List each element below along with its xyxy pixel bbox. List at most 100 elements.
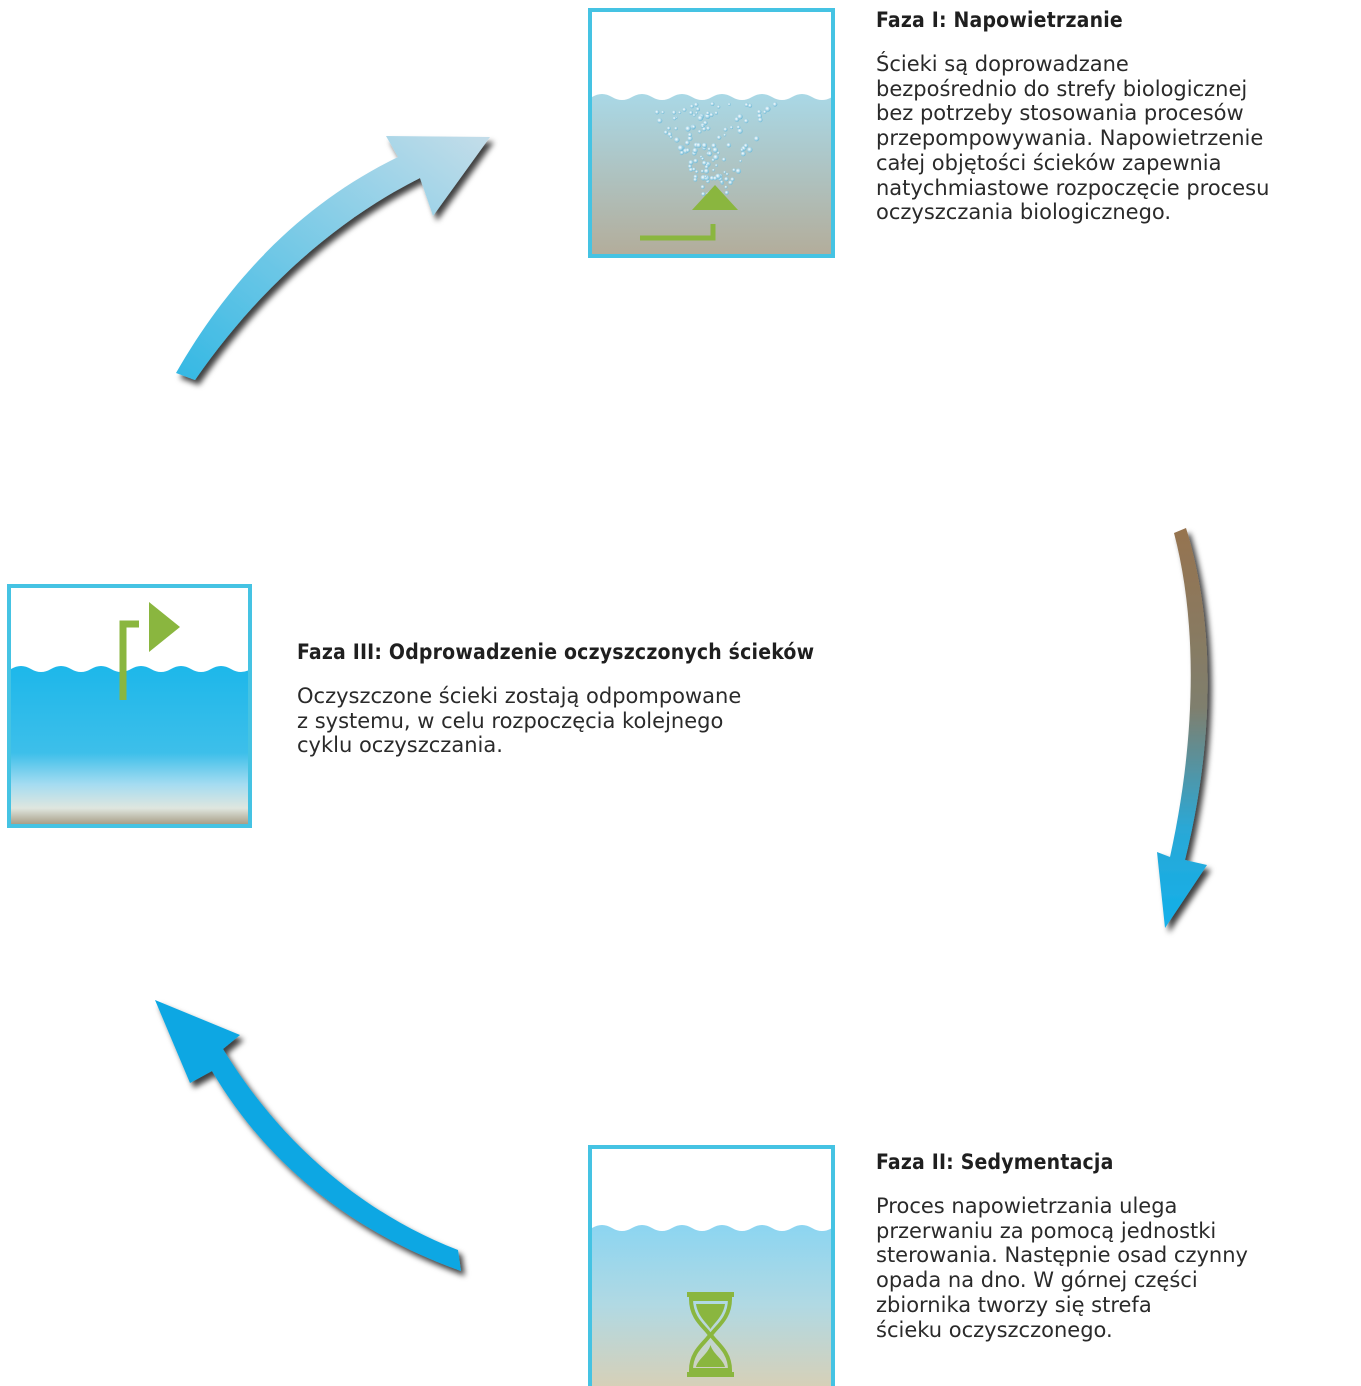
air-bubble <box>772 102 778 107</box>
air-bubble <box>672 116 677 121</box>
air-bubble <box>697 115 704 121</box>
air-bubble <box>663 130 668 135</box>
air-bubble <box>696 142 702 148</box>
air-bubble <box>667 132 673 137</box>
air-bubble <box>700 169 704 173</box>
air-bubble <box>764 106 771 112</box>
air-bubble <box>661 110 665 114</box>
phase1-tank <box>588 8 835 258</box>
air-bubble <box>712 168 715 172</box>
phase2-tank <box>588 1145 835 1386</box>
air-bubble <box>704 175 707 178</box>
air-bubble <box>724 190 729 195</box>
air-bubble <box>757 113 763 119</box>
air-bubble <box>758 117 763 123</box>
air-bubble <box>690 104 694 109</box>
air-bubble <box>728 180 733 185</box>
air-bubble <box>682 107 687 112</box>
phase3-title: Faza III: Odprowadzenie oczyszczonych śc… <box>297 640 815 664</box>
air-bubble <box>706 126 711 131</box>
air-bubble <box>704 168 709 174</box>
air-bubble <box>692 113 696 117</box>
air-bubble <box>716 105 721 109</box>
air-bubble <box>677 145 684 151</box>
air-bubble <box>657 118 663 124</box>
air-bubble <box>688 160 694 165</box>
air-bubble <box>654 110 660 115</box>
air-bubble <box>747 147 753 153</box>
air-bubble <box>740 148 744 152</box>
air-bubble <box>687 136 693 141</box>
air-bubble <box>666 126 671 131</box>
air-bubble <box>685 126 691 132</box>
air-bubble <box>732 168 736 172</box>
air-bubble <box>685 148 690 153</box>
air-bubble <box>701 142 708 148</box>
air-bubble <box>709 112 714 117</box>
air-bubble <box>726 142 732 148</box>
air-bubble <box>739 159 742 163</box>
air-bubble <box>672 110 677 115</box>
air-bubble <box>735 168 742 174</box>
phase1-body: Ścieki są doprowadzane bezpośrednio do s… <box>876 52 1270 225</box>
air-bubble <box>723 133 727 137</box>
air-bubble <box>713 176 718 181</box>
arrow-to-phase2 <box>1157 528 1208 928</box>
air-bubble <box>713 154 719 161</box>
air-bubble <box>702 127 707 132</box>
outlet-pipe-icon <box>11 602 248 824</box>
air-bubble <box>729 125 734 130</box>
arrow-to-phase3 <box>155 1000 461 1271</box>
air-bubble <box>720 180 724 184</box>
air-bubble <box>693 174 698 179</box>
air-bubble <box>674 137 680 143</box>
air-bubble <box>723 170 726 174</box>
air-bubble <box>754 136 760 142</box>
air-bubble <box>699 155 703 159</box>
air-bubble <box>695 111 698 115</box>
air-bubble <box>763 110 767 114</box>
phase1-title: Faza I: Napowietrzanie <box>876 8 1123 32</box>
air-bubble <box>709 176 715 181</box>
air-bubble <box>707 151 713 156</box>
air-bubble <box>700 185 705 189</box>
air-bubble <box>712 147 718 153</box>
phase3-tank <box>7 584 252 828</box>
hourglass-icon <box>592 1225 831 1386</box>
air-bubble <box>730 177 735 182</box>
air-bubble <box>715 164 718 167</box>
air-bubble <box>737 114 743 120</box>
air-bubble <box>702 160 707 166</box>
air-bubble <box>744 102 749 107</box>
air-bubble <box>748 103 753 108</box>
air-bubble <box>727 102 731 106</box>
air-bubble <box>707 147 711 151</box>
air-bubble <box>701 192 706 196</box>
air-bubble <box>710 102 715 106</box>
air-bubble <box>680 150 684 155</box>
air-bubble <box>704 113 711 119</box>
air-bubble <box>723 127 728 132</box>
air-bubble <box>696 107 700 112</box>
arrow-to-phase1 <box>176 136 490 380</box>
air-bubble <box>669 135 673 139</box>
air-bubble <box>704 165 709 169</box>
phase2-description: Faza II: Sedymentacja Proces napowietrza… <box>876 1150 1336 1342</box>
air-bubble <box>757 109 762 115</box>
phase2-body: Proces napowietrzania ulega przerwaniu z… <box>876 1194 1248 1342</box>
air-bubble <box>693 158 698 164</box>
air-bubble <box>694 102 699 107</box>
air-bubble <box>705 111 710 116</box>
phase1-description: Faza I: Napowietrzanie Ścieki są doprowa… <box>876 8 1336 225</box>
air-bubble <box>688 164 692 169</box>
air-bubble <box>724 185 728 189</box>
phase2-title: Faza II: Sedymentacja <box>876 1150 1114 1174</box>
air-bubble <box>691 125 696 129</box>
air-bubble <box>724 177 729 182</box>
air-bubble <box>692 167 696 171</box>
air-bubble <box>716 135 722 140</box>
air-bubble <box>716 151 720 155</box>
air-bubble <box>688 167 694 172</box>
air-bubble <box>674 126 678 131</box>
